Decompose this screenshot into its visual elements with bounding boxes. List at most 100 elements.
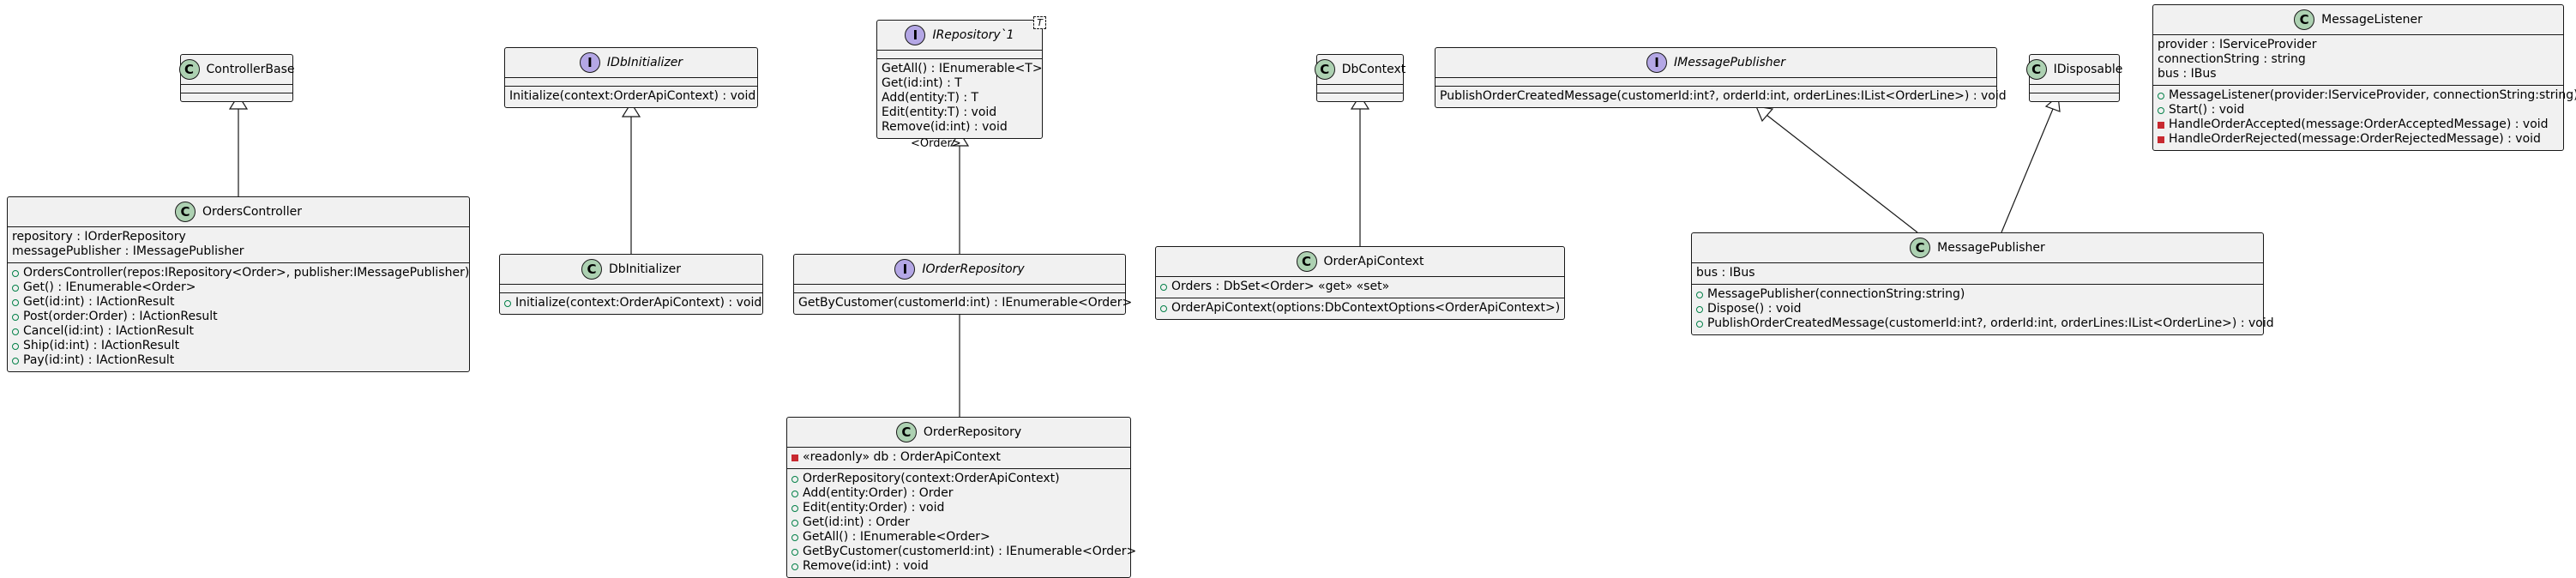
- inherit-edge-messagepublisher-idisp: [2001, 108, 2054, 233]
- field-row: bus : IBus: [1696, 266, 2259, 280]
- class-name: DbContext: [1341, 62, 1406, 76]
- method-row: GetByCustomer(customerId:int) : IEnumera…: [798, 296, 1132, 310]
- public-visibility-icon: [12, 269, 19, 277]
- fields-section: Orders : DbSet<Order> «get» «set»: [1156, 276, 1564, 298]
- public-visibility-icon: [504, 299, 511, 307]
- class-icon: C: [1296, 251, 1317, 272]
- method-row: Initialize(context:OrderApiContext) : vo…: [504, 296, 761, 310]
- fields-section: [1435, 77, 1996, 86]
- interface-icon: I: [1646, 52, 1667, 73]
- type-binding-label: <Order>: [911, 137, 961, 150]
- method-text: PublishOrderCreatedMessage(customerId:in…: [1440, 89, 2007, 103]
- field-row: bus : IBus: [2158, 67, 2559, 81]
- inherit-arrowhead: [949, 130, 970, 147]
- public-visibility-icon: [791, 475, 798, 483]
- public-visibility-icon: [791, 519, 798, 527]
- method-text: Add(entity:Order) : Order: [803, 486, 954, 500]
- method-text: Remove(id:int) : void: [882, 120, 1008, 134]
- public-visibility-icon: [2158, 106, 2164, 114]
- method-text: OrderApiContext(options:DbContextOptions…: [1171, 301, 1561, 315]
- methods-section: OrdersController(repos:IRepository<Order…: [8, 262, 469, 371]
- methods-section: MessagePublisher(connectionString:string…: [1692, 284, 2274, 334]
- methods-section: PublishOrderCreatedMessage(customerId:in…: [1435, 86, 2007, 107]
- fields-section: «readonly» db : OrderApiContext: [787, 447, 1130, 468]
- fields-section: [1317, 84, 1403, 93]
- method-row: Add(entity:Order) : Order: [791, 486, 1126, 501]
- method-row: Remove(id:int) : void: [882, 120, 1038, 135]
- fields-section: [181, 84, 292, 93]
- methods-section: MessageListener(provider:IServiceProvide…: [2153, 85, 2576, 150]
- field-row: Orders : DbSet<Order> «get» «set»: [1160, 280, 1560, 294]
- method-text: MessagePublisher(connectionString:string…: [1707, 287, 1965, 301]
- methods-section: OrderRepository(context:OrderApiContext)…: [787, 468, 1136, 577]
- private-visibility-icon: [2158, 135, 2164, 143]
- public-visibility-icon: [791, 548, 798, 556]
- type-parameter: T: [1033, 16, 1046, 29]
- class-icon: C: [2025, 59, 2047, 80]
- field-row: provider : IServiceProvider: [2158, 38, 2559, 52]
- method-text: Initialize(context:OrderApiContext) : vo…: [509, 89, 756, 103]
- method-text: MessageListener(provider:IServiceProvide…: [2169, 88, 2576, 102]
- method-row: HandleOrderAccepted(message:OrderAccepte…: [2158, 117, 2559, 132]
- method-row: Edit(entity:T) : void: [882, 105, 1038, 120]
- private-visibility-icon: [2158, 121, 2164, 129]
- field-text: messagePublisher : IMessagePublisher: [12, 244, 244, 258]
- method-text: Start() : void: [2169, 103, 2245, 117]
- field-row: messagePublisher : IMessagePublisher: [12, 244, 465, 259]
- field-row: repository : IOrderRepository: [12, 230, 465, 244]
- methods-section: [2030, 93, 2119, 101]
- class-icon: C: [581, 259, 602, 280]
- field-row: connectionString : string: [2158, 52, 2559, 67]
- field-text: bus : IBus: [2158, 67, 2217, 81]
- methods-section: Initialize(context:OrderApiContext) : vo…: [500, 292, 762, 314]
- inherit-edge-messagepublisher-imp: [1766, 114, 1918, 233]
- method-text: Cancel(id:int) : IActionResult: [23, 324, 194, 338]
- public-visibility-icon: [1160, 283, 1167, 291]
- method-text: Remove(id:int) : void: [803, 559, 929, 573]
- method-row: OrdersController(repos:IRepository<Order…: [12, 266, 469, 280]
- field-text: repository : IOrderRepository: [12, 230, 186, 244]
- method-text: GetByCustomer(customerId:int) : IEnumera…: [803, 545, 1137, 558]
- method-row: Get(id:int) : T: [882, 76, 1038, 91]
- method-row: GetAll() : IEnumerable<T>: [882, 62, 1043, 76]
- class-icon: C: [1910, 238, 1931, 258]
- inherit-arrowhead: [228, 93, 249, 110]
- field-text: bus : IBus: [1696, 266, 1755, 280]
- methods-section: [1317, 93, 1403, 101]
- method-row: MessagePublisher(connectionString:string…: [1696, 287, 2259, 302]
- field-row: «readonly» db : OrderApiContext: [791, 450, 1126, 465]
- method-text: Get() : IEnumerable<Order>: [23, 280, 196, 294]
- method-row: Get() : IEnumerable<Order>: [12, 280, 465, 295]
- method-text: Get(id:int) : Order: [803, 515, 911, 529]
- method-text: GetByCustomer(customerId:int) : IEnumera…: [798, 296, 1133, 310]
- fields-section: [2030, 84, 2119, 93]
- public-visibility-icon: [12, 342, 19, 350]
- interface-icon: I: [894, 259, 916, 280]
- field-text: Orders : DbSet<Order> «get» «set»: [1171, 280, 1390, 293]
- method-text: OrdersController(repos:IRepository<Order…: [23, 266, 470, 280]
- method-text: Edit(entity:Order) : void: [803, 501, 945, 515]
- method-row: Edit(entity:Order) : void: [791, 501, 1126, 515]
